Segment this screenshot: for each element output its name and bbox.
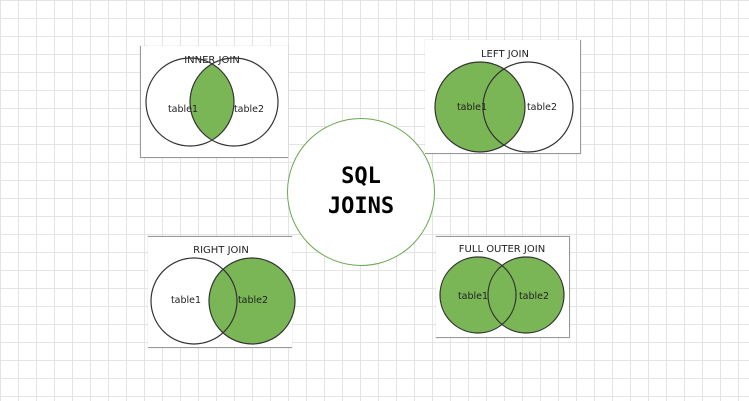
left-join-diagram: LEFT JOIN table1 table2	[434, 49, 574, 153]
inner-join-panel: INNER JOIN table1 table2	[140, 46, 288, 158]
center-title-line2: JOINS	[327, 194, 395, 219]
full-outer-join-left-label: table1	[458, 291, 488, 302]
full-outer-join-panel: FULL OUTER JOIN table1 table2	[436, 236, 570, 338]
full-outer-join-left-circle	[439, 256, 517, 334]
right-join-left-label: table1	[171, 295, 201, 306]
inner-join-left-circle	[145, 57, 235, 147]
left-join-left-circle	[434, 61, 526, 153]
full-outer-join-diagram: FULL OUTER JOIN table1 table2	[439, 244, 565, 334]
left-join-panel: LEFT JOIN table1 table2	[425, 40, 581, 154]
left-join-title: LEFT JOIN	[481, 49, 529, 60]
center-title-line1: SQL	[341, 164, 381, 189]
right-join-right-label: table2	[238, 295, 268, 306]
inner-join-title: INNER JOIN	[184, 55, 240, 66]
inner-join-diagram: INNER JOIN table1 table2	[145, 55, 279, 147]
right-join-panel: RIGHT JOIN table1 table2	[148, 236, 296, 348]
full-outer-join-title: FULL OUTER JOIN	[459, 244, 545, 255]
full-outer-join-right-circle	[487, 256, 565, 334]
full-outer-join-right-label: table2	[519, 291, 549, 302]
left-join-right-circle	[482, 61, 574, 153]
inner-join-overlap	[190, 58, 234, 146]
inner-join-left-label: table1	[168, 104, 198, 115]
sql-joins-center-circle: SQL JOINS	[287, 118, 435, 266]
right-join-left-circle	[150, 257, 238, 345]
inner-join-right-circle	[189, 57, 279, 147]
left-join-left-fill	[435, 62, 525, 152]
inner-join-right-label: table2	[234, 104, 264, 115]
left-join-left-label: table1	[457, 102, 487, 113]
right-join-title: RIGHT JOIN	[193, 245, 249, 256]
right-join-right-fill	[209, 258, 295, 344]
right-join-right-circle	[208, 257, 296, 345]
full-outer-join-right-fill	[488, 257, 564, 333]
right-join-diagram: RIGHT JOIN table1 table2	[150, 245, 296, 345]
left-join-right-label: table2	[527, 102, 557, 113]
